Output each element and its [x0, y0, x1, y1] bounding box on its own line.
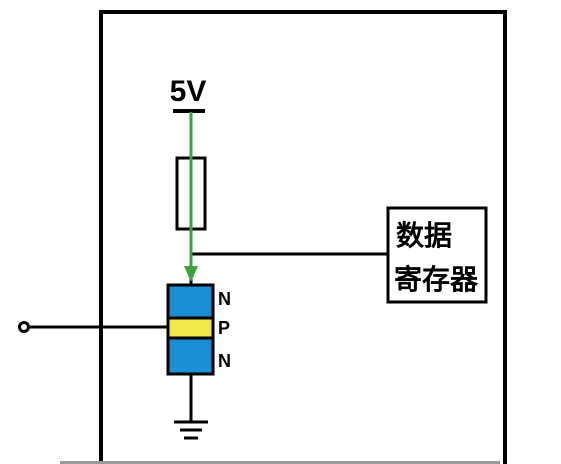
transistor-n-region-top: [166, 283, 215, 320]
data-register-label-line1: 数据: [396, 219, 452, 252]
ground-symbol-icon: [174, 420, 208, 440]
base-input-terminal: [18, 321, 30, 333]
n-region-top-label: N: [218, 289, 231, 309]
current-flow-arrow-icon: [184, 112, 198, 282]
enclosure-box: [99, 10, 507, 464]
transistor-n-region-bottom: [166, 336, 215, 376]
supply-voltage-label: 5V: [170, 75, 207, 108]
bottom-edge-strip: [60, 461, 500, 464]
n-region-bottom-label: N: [218, 351, 231, 371]
transistor-p-region: [166, 316, 215, 340]
data-register-label-line2: 寄存器: [394, 263, 479, 296]
p-region-label: P: [218, 318, 230, 338]
data-register-box: [386, 206, 488, 304]
